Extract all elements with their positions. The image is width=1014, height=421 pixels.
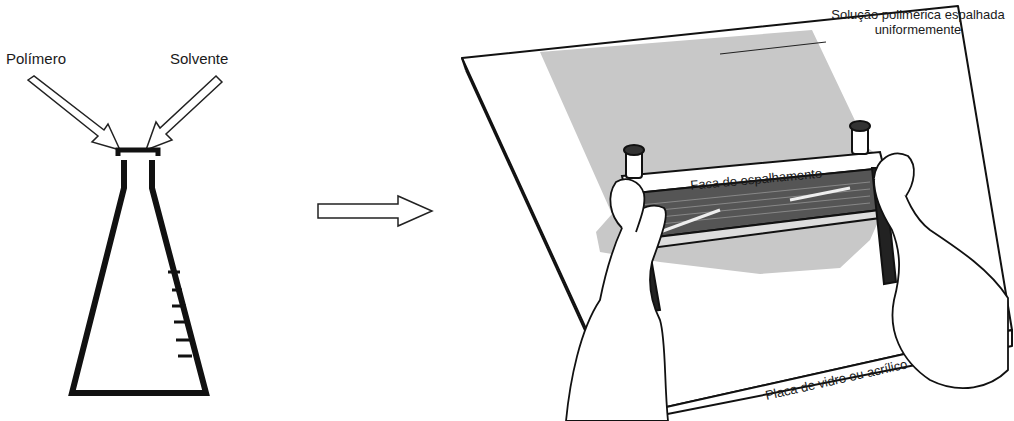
glass-plate bbox=[462, 6, 1012, 421]
input-label: Solvente bbox=[170, 50, 280, 67]
solution-label: Solução polimérica espalhada uniformemen… bbox=[828, 8, 1008, 38]
input-arrow bbox=[28, 76, 222, 150]
leader-line bbox=[720, 42, 826, 54]
erlenmeyer-flask bbox=[72, 150, 206, 393]
input-label: Polímero bbox=[6, 50, 116, 67]
process-arrow bbox=[318, 196, 432, 226]
hands bbox=[566, 153, 1008, 421]
polymer-solution bbox=[540, 30, 900, 274]
